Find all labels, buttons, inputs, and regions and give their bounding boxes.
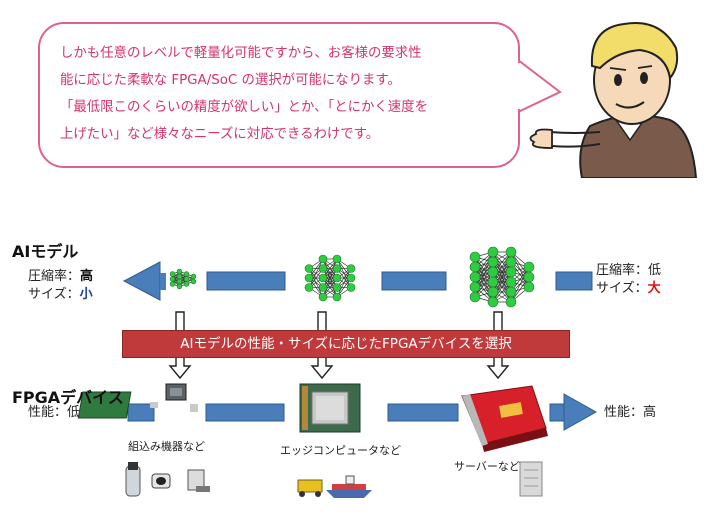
network-node bbox=[332, 254, 342, 264]
network-node bbox=[505, 286, 517, 298]
server-caption: サーバーなど bbox=[454, 460, 520, 473]
compression-ratio-value: 高 bbox=[80, 269, 94, 284]
right-compression-label: 圧縮率：低 bbox=[596, 263, 662, 278]
network-node bbox=[176, 268, 183, 275]
fpga-arrow-head bbox=[563, 393, 598, 431]
medium-network-icon bbox=[304, 254, 356, 302]
network-node bbox=[304, 283, 314, 292]
speech-bubble: しかも任意のレベルで軽量化可能ですから、お客様の要求性 能に応じた柔軟な FPG… bbox=[38, 22, 520, 168]
network-node bbox=[190, 278, 197, 285]
high-performance-label: 性能：高 bbox=[604, 405, 657, 420]
ai-arrow-seg bbox=[160, 273, 166, 290]
neural-networks bbox=[169, 246, 535, 308]
network-node bbox=[505, 246, 517, 258]
speech-line: 「最低限このくらいの精度が欲しい」とか、「とにかく速度を bbox=[60, 100, 428, 115]
network-node bbox=[487, 286, 499, 298]
fpga-arrow-seg bbox=[387, 403, 459, 422]
size-label: サイズ： bbox=[28, 287, 80, 302]
left-size-label: サイズ：小 bbox=[28, 286, 93, 304]
network-node bbox=[487, 266, 499, 278]
network-node bbox=[487, 246, 499, 258]
network-node bbox=[346, 283, 356, 292]
selection-banner: AIモデルの性能・サイズに応じたFPGAデバイスを選択 bbox=[122, 330, 570, 358]
network-node bbox=[318, 254, 328, 264]
network-node bbox=[332, 292, 342, 302]
network-node bbox=[183, 281, 190, 287]
right-size-label: サイズ：大 bbox=[596, 280, 661, 298]
network-node bbox=[487, 276, 499, 288]
network-node bbox=[505, 296, 517, 308]
network-node bbox=[190, 273, 197, 280]
network-node bbox=[332, 273, 342, 283]
ai-model-title: AIモデル bbox=[12, 242, 79, 261]
embedded-device-icons bbox=[125, 462, 210, 497]
network-node bbox=[469, 251, 481, 263]
left-compression-label: 圧縮率：高 bbox=[28, 268, 93, 286]
network-node bbox=[169, 276, 176, 282]
embedded-caption: 組込み機器など bbox=[128, 440, 205, 453]
network-node bbox=[304, 264, 314, 273]
speech-line: 上げたい」など様々なニーズに対応できるわけです。 bbox=[60, 127, 380, 142]
edge-caption: エッジコンピュータなど bbox=[280, 444, 401, 457]
fpga-arrow-seg bbox=[127, 403, 155, 422]
network-node bbox=[318, 264, 328, 273]
ai-arrow-seg bbox=[555, 271, 593, 291]
size-value: 小 bbox=[79, 287, 93, 302]
network-node bbox=[169, 271, 176, 277]
speech-line: しかも任意のレベルで軽量化可能ですから、お客様の要求性 bbox=[60, 46, 422, 61]
presenter-illustration bbox=[529, 22, 698, 178]
size-label: サイズ： bbox=[596, 281, 648, 296]
network-node bbox=[469, 261, 481, 273]
network-node bbox=[346, 264, 356, 273]
network-node bbox=[523, 261, 535, 273]
edge-computer-image bbox=[299, 383, 361, 433]
network-node bbox=[332, 283, 342, 292]
network-node bbox=[304, 273, 314, 283]
ai-arrow-seg bbox=[381, 271, 447, 291]
network-node bbox=[176, 273, 183, 280]
network-node bbox=[469, 291, 481, 303]
fpga-arrow-seg bbox=[205, 403, 285, 422]
network-node bbox=[523, 281, 535, 293]
network-node bbox=[183, 276, 190, 282]
edge-device-icons bbox=[297, 475, 372, 498]
network-node bbox=[505, 256, 517, 268]
server-card-image bbox=[461, 385, 548, 452]
ai-arrow-head bbox=[122, 261, 161, 301]
network-node bbox=[487, 296, 499, 308]
network-node bbox=[346, 273, 356, 283]
fpga-arrow-seg bbox=[549, 403, 565, 422]
network-node bbox=[523, 271, 535, 283]
network-node bbox=[176, 283, 183, 290]
low-performance-label: 性能：低 bbox=[28, 405, 81, 420]
compression-ratio-label: 圧縮率： bbox=[28, 269, 81, 284]
small-network-icon bbox=[169, 268, 197, 290]
network-node bbox=[318, 283, 328, 292]
embedded-board-image bbox=[77, 383, 198, 419]
network-node bbox=[169, 281, 176, 287]
network-node bbox=[505, 276, 517, 288]
network-node bbox=[332, 264, 342, 273]
network-node bbox=[469, 271, 481, 283]
large-network-icon bbox=[469, 246, 535, 308]
server-rack-icon bbox=[519, 461, 543, 497]
network-node bbox=[176, 278, 183, 285]
network-node bbox=[318, 273, 328, 283]
fpga-devices-title: FPGAデバイス bbox=[12, 388, 124, 407]
network-node bbox=[318, 292, 328, 302]
network-node bbox=[469, 281, 481, 293]
size-value: 大 bbox=[647, 281, 661, 296]
network-node bbox=[487, 256, 499, 268]
network-node bbox=[183, 271, 190, 277]
speech-line: 能に応じた柔軟な FPGA/SoC の選択が可能になります。 bbox=[60, 73, 401, 88]
network-node bbox=[505, 266, 517, 278]
ai-arrow-seg bbox=[206, 271, 286, 291]
